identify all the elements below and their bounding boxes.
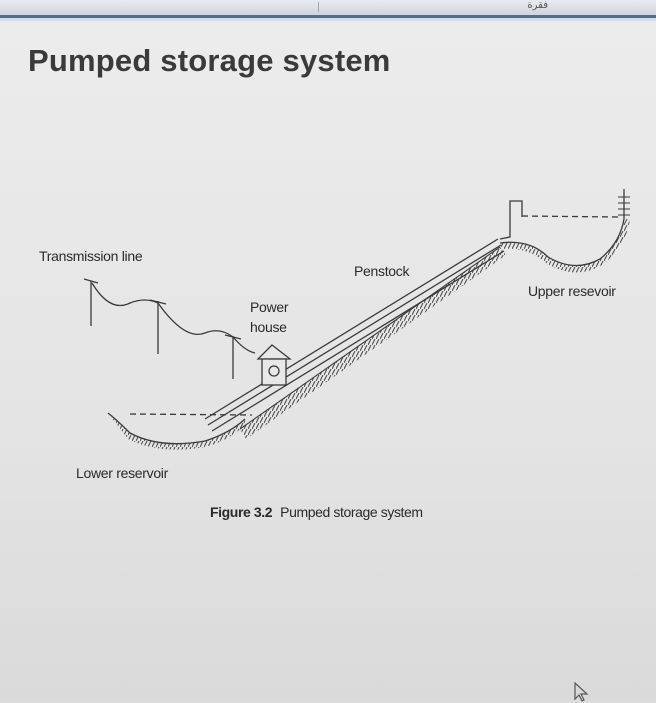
figure-caption-text: Pumped storage system — [280, 504, 423, 520]
lower-reservoir-drawing — [107, 412, 253, 450]
figure-number: Figure 3.2 — [210, 504, 273, 520]
penstock-pipe-drawing — [204, 238, 505, 432]
transmission-line-drawing — [83, 278, 256, 379]
slide-title: Pumped storage system — [28, 43, 391, 78]
upper-reservoir-drawing — [499, 189, 630, 273]
label-penstock: Penstock — [354, 263, 410, 279]
pumped-storage-diagram — [83, 189, 630, 450]
hillside-slope — [240, 247, 506, 439]
label-upper-reservoir: Upper resevoir — [528, 283, 616, 299]
label-lower-reservoir: Lower reservoir — [76, 465, 168, 481]
window-title-bar: فقرة — [0, 0, 656, 18]
power-house-drawing — [256, 344, 292, 386]
figure-caption: Figure 3.2 Pumped storage system — [210, 504, 423, 520]
label-power-house-line1: Power — [250, 299, 289, 315]
title-bar-label: فقرة — [527, 0, 548, 11]
label-power-house-line2: house — [250, 319, 287, 335]
title-bar-divider — [318, 2, 319, 12]
slide-canvas: Pumped storage system — [0, 21, 656, 702]
label-transmission-line: Transmission line — [39, 248, 143, 264]
